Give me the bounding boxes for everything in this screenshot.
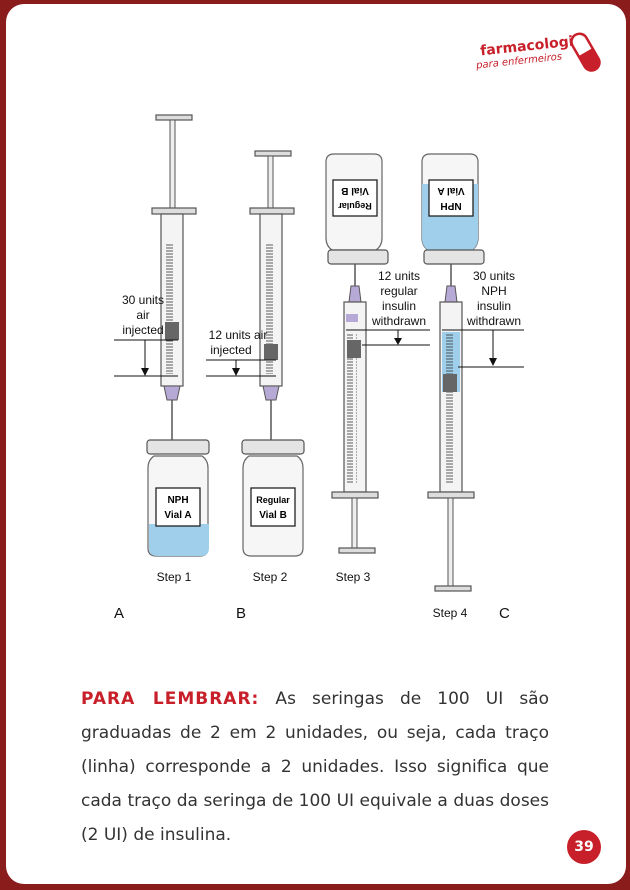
svg-text:air: air [136,308,149,322]
insulin-syringe-figure: NPH Vial A Regular Vial B Regular Vial B [114,114,524,622]
vial-a-inverted-line2: Vial A [437,185,464,196]
annotation-step2: 12 units air injected [206,328,276,377]
vial-regular-step2: Regular Vial B [241,439,305,557]
page-number-badge: 39 [567,830,601,864]
panel-letters: A B C [114,605,510,622]
remember-paragraph: PARA LEMBRAR: As seringas de 100 UI são … [81,682,549,852]
vial-nph-inverted-step4: NPH Vial A [421,153,485,265]
annotation-step3: 12 units regular insulin withdrawn [346,269,430,346]
vial-regular-inverted-step3: Regular Vial B [325,153,389,265]
pill-capsule-icon [570,32,601,72]
svg-text:withdrawn: withdrawn [466,314,521,328]
svg-text:12 units: 12 units [378,269,420,283]
svg-text:regular: regular [380,284,417,298]
syringe-step3 [331,264,379,554]
svg-text:NPH: NPH [481,284,506,298]
vial-a-label-line2: Vial A [164,510,191,521]
svg-text:12 units air: 12 units air [209,328,268,342]
vial-a-label-line1: NPH [167,495,188,506]
vial-b-label-line2: Vial B [259,510,287,521]
annotation-step4: 30 units NPH insulin withdrawn [442,269,524,368]
panel-letter-a: A [114,605,124,622]
step-2-label: Step 2 [253,570,288,584]
svg-text:withdrawn: withdrawn [371,314,426,328]
vial-nph-step1: NPH Vial A [146,439,210,557]
book-page: farmacologia para enfermeiros [6,4,626,884]
svg-text:insulin: insulin [477,299,511,313]
svg-text:30 units: 30 units [473,269,515,283]
annotation-step1: 30 units air injected [114,293,178,377]
brand-logo: farmacologia para enfermeiros [474,26,614,82]
step-4-label: Step 4 [433,606,468,620]
syringe-step2 [249,150,295,444]
vial-a-inverted-line1: NPH [440,200,461,211]
svg-text:injected: injected [210,343,251,357]
step-3-label: Step 3 [336,570,371,584]
svg-text:injected: injected [122,323,163,337]
remember-lead: PARA LEMBRAR: [81,689,260,709]
svg-text:insulin: insulin [382,299,416,313]
step-1-label: Step 1 [157,570,192,584]
panel-letter-b: B [236,605,246,622]
syringe-step1 [151,114,197,444]
panel-letter-c: C [499,605,510,622]
step-labels: Step 1 Step 2 Step 3 Step 4 [157,570,468,620]
syringe-step4 [427,264,475,592]
vial-b-inverted-line1: Regular [338,201,372,211]
vial-b-inverted-line2: Vial B [341,185,369,196]
vial-b-label-line1: Regular [256,495,290,505]
svg-text:30 units: 30 units [122,293,164,307]
remember-text: As seringas de 100 UI são graduadas de 2… [81,689,549,845]
